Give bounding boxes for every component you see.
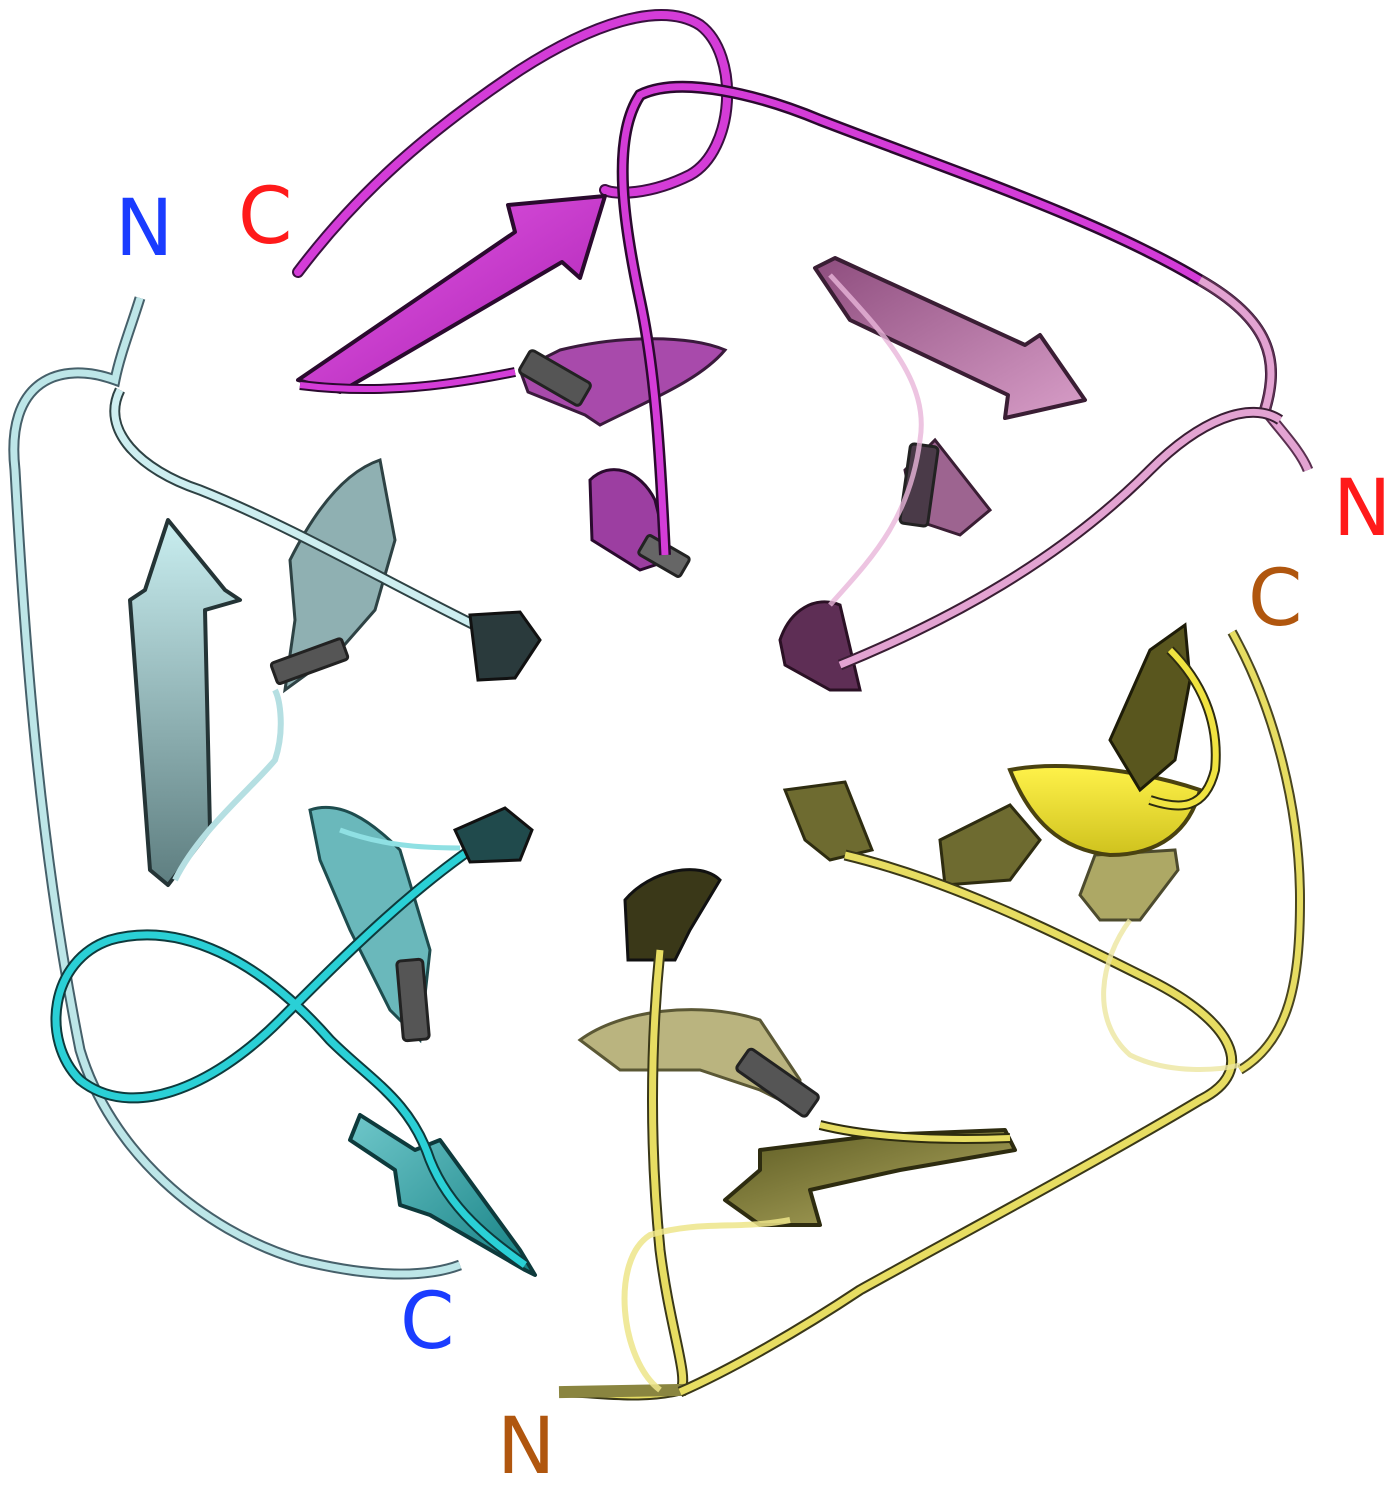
c-terminus-label-brown-right: C [1248,560,1302,638]
cyan-turn [455,808,532,862]
olive-strand-arrow [725,1130,1015,1225]
yellow-sheet-left [940,805,1040,885]
lightcyan-long-loop [14,298,460,1274]
c-terminus-label-blue-bottom: C [400,1283,454,1361]
pink-turn [780,602,860,690]
olive-turn [625,870,720,960]
n-terminus-label-brown-bottom: N [497,1408,555,1486]
yellow-sheet-upper [1110,625,1190,790]
yellow-chain [680,625,1300,1392]
yellow-long-loop [680,855,1232,1392]
lightcyan-chain [14,298,540,1274]
cyan-chain [56,807,535,1275]
yellow-turn [785,782,872,860]
yellow-strand-lower [1080,850,1178,920]
pink-strand-arrow [815,258,1085,418]
n-terminus-label-blue-left: N [115,190,173,268]
n-terminus-label-red-right: N [1333,470,1391,548]
pink-chain [780,258,1308,690]
olive-chain [565,870,1015,1395]
c-terminus-label-red-top: C [238,178,292,256]
lightcyan-strand-arrow [130,520,240,885]
lightcyan-turn [470,612,540,680]
